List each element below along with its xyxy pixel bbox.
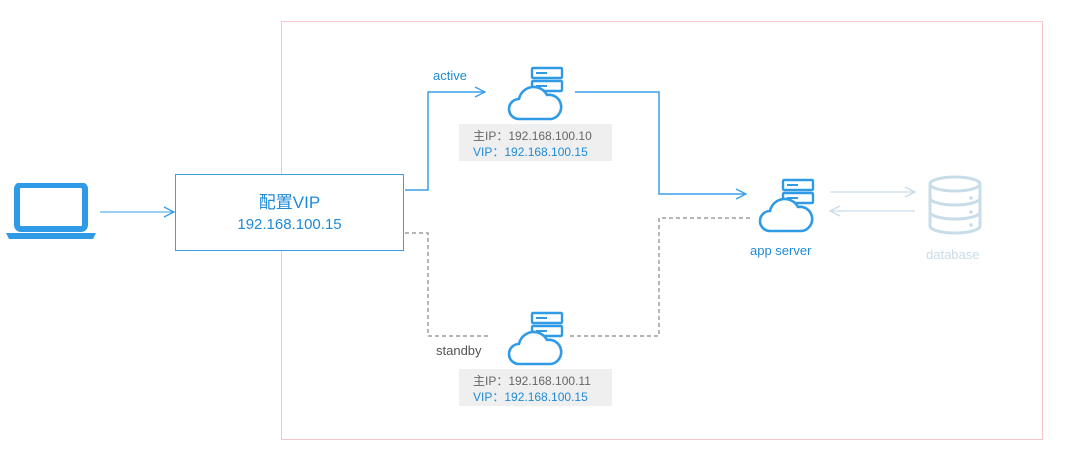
active-main-ip: 主IP：192.168.100.10 [473,129,592,143]
vip-box-title: 配置VIP [258,193,321,212]
standby-vip: VIP：192.168.100.15 [473,390,588,404]
cloud-server-icon [507,311,564,366]
standby-main-ip: 主IP：192.168.100.11 [473,374,591,388]
active-path-arrow [405,92,485,191]
active-node-info: 主IP：192.168.100.10 VIP：192.168.100.15 [459,124,612,161]
standby-path-dashed [405,232,488,337]
active-vip: VIP：192.168.100.15 [473,145,588,159]
cloud-server-icon [758,178,815,233]
standby-label: standby [436,343,482,358]
active-label: active [433,68,467,83]
vip-box-ip: 192.168.100.15 [237,216,342,233]
laptop-icon [6,183,96,239]
database-icon [928,175,982,235]
app-server-label: app server [750,243,812,258]
cloud-server-icon [507,66,564,121]
active-to-app-arrow [575,91,746,194]
standby-to-app-dashed [570,217,750,337]
vip-config-box: 配置VIP 192.168.100.15 [175,174,404,251]
database-label: database [926,247,980,262]
standby-node-info: 主IP：192.168.100.11 VIP：192.168.100.15 [459,369,612,406]
